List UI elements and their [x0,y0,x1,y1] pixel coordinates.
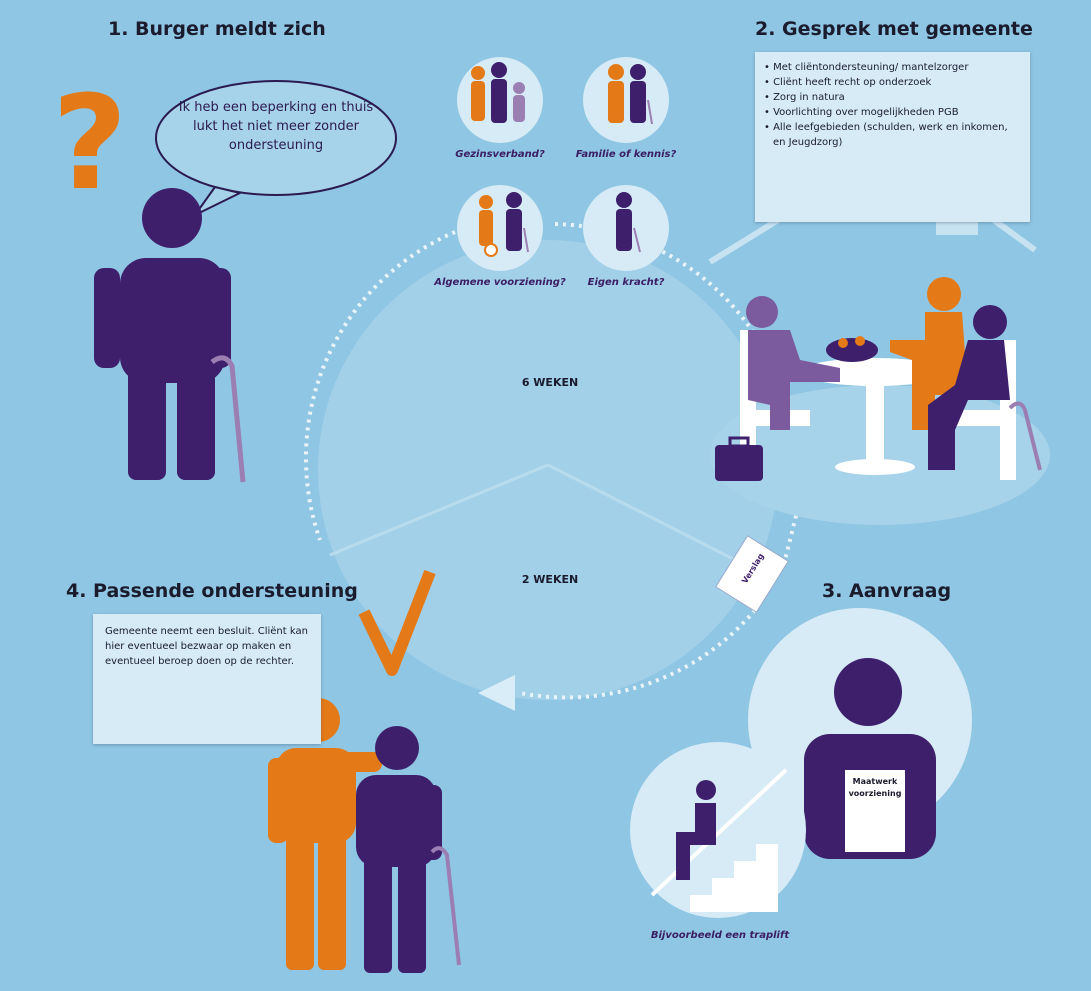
duration-lower: 2 WEKEN [521,573,579,586]
step3-title: 3. Aanvraag [822,580,952,602]
conversation-bullets: Met cliëntondersteuning/ mantelzorger Cl… [755,52,1030,150]
decision-box: Gemeente neemt een besluit. Cliënt kan h… [93,614,321,744]
applicant-figure-icon [804,658,936,859]
step2-title: 2. Gesprek met gemeente [755,18,1033,40]
maatwerk-sign: Maatwerk voorziening [848,777,902,798]
cycle-circle [318,240,778,700]
cycle-path-bottom [519,608,757,700]
option-label-family: Gezinsverband? [455,149,545,160]
conversation-box: Met cliëntondersteuning/ mantelzorger Cl… [755,52,1030,222]
person-icon [94,188,231,480]
cycle-arrowhead [478,675,515,711]
facility-circle-icon [457,185,543,271]
speech-bubble [155,80,397,196]
speech-bubble-tail [194,185,243,216]
family-figures-icon [471,62,525,123]
checkmark-icon [358,569,436,676]
bullet-item: Alle leefgebieden (schulden, werk en ink… [773,120,1020,150]
meeting-scene-icon [715,277,1042,481]
step4-title: 4. Passende ondersteuning [66,580,358,602]
bullet-item: Met cliëntondersteuning/ mantelzorger [773,60,1020,75]
divider-left [329,463,549,557]
duration-upper: 6 WEKEN [521,376,579,389]
self-reliance-figure-icon [616,192,641,253]
option-label-facility: Algemene voorziening? [434,277,566,288]
step1-title: 1. Burger meldt zich [108,18,326,40]
speech-bubble-text: Ik heb een beperking en thuis lukt het n… [178,100,374,153]
stairlift-caption: Bijvoorbeeld een traplift [650,930,790,941]
bullet-item: Zorg in natura [773,90,1020,105]
verslag-document [715,535,789,613]
bullet-item: Voorlichting over mogelijkheden PGB [773,105,1020,120]
bullet-item: Cliënt heeft recht op onderzoek [773,75,1020,90]
decision-text: Gemeente neemt een besluit. Cliënt kan h… [105,626,308,667]
relatives-circle-icon [583,57,669,143]
cycle-path-left [304,230,456,541]
stairlift-icon [650,768,788,912]
question-mark-icon: ? [52,67,127,219]
option-label-relatives: Familie of kennis? [575,149,677,160]
divider-right [547,463,756,572]
option-label-self-reliance: Eigen kracht? [587,277,665,288]
relatives-figures-icon [608,64,653,125]
cane-icon [210,355,246,483]
facility-figures-icon [479,192,529,257]
